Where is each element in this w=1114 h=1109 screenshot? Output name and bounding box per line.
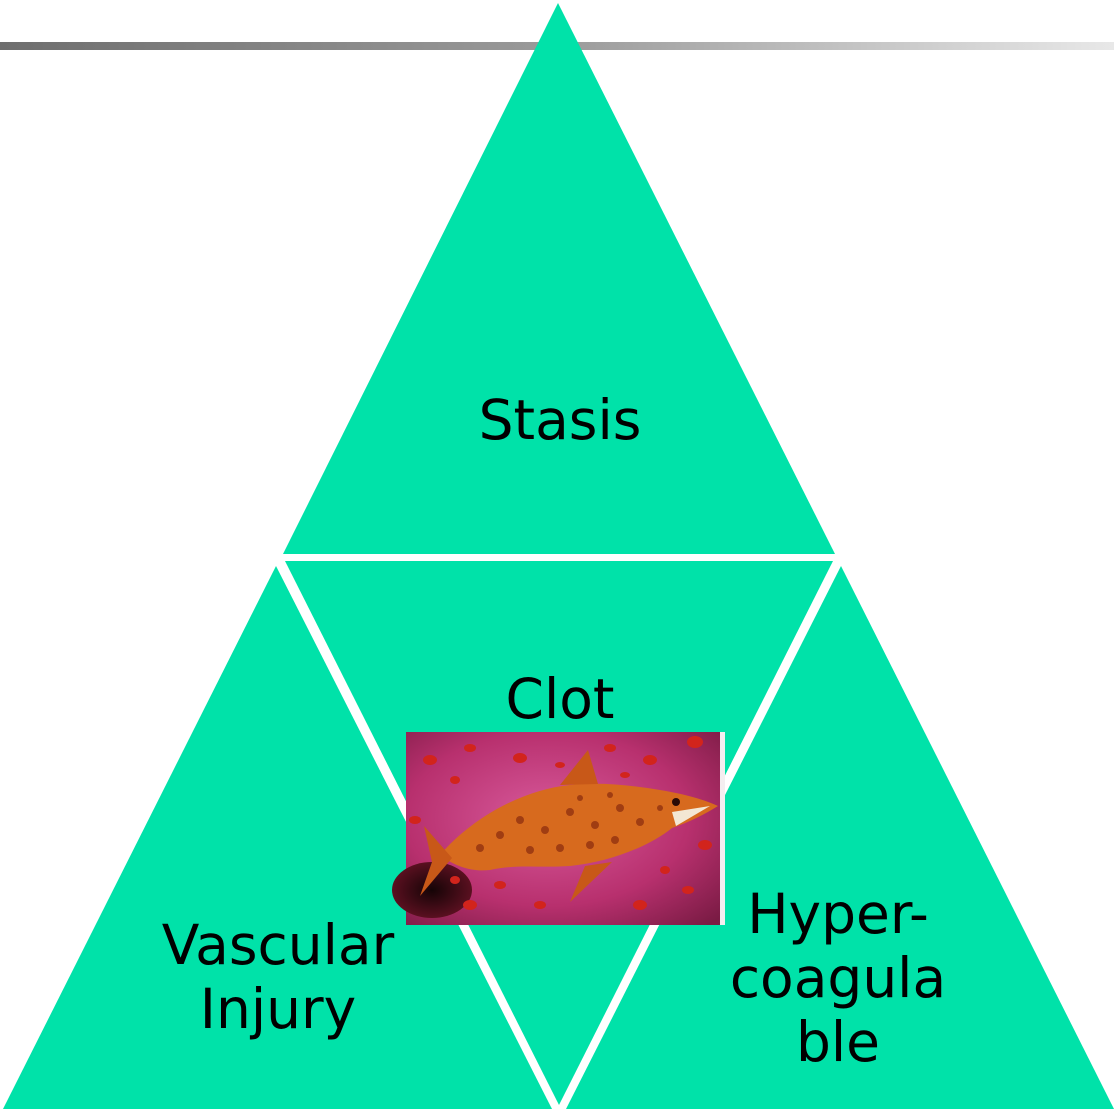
label-clot: Clot (410, 667, 710, 731)
label-hypercoagulable: Hyper- coagula ble (688, 882, 988, 1074)
label-stasis: Stasis (410, 388, 710, 452)
label-vascular-injury: Vascular Injury (128, 913, 428, 1041)
clot-shark-illustration (392, 732, 725, 925)
triangle-stasis (283, 3, 835, 554)
